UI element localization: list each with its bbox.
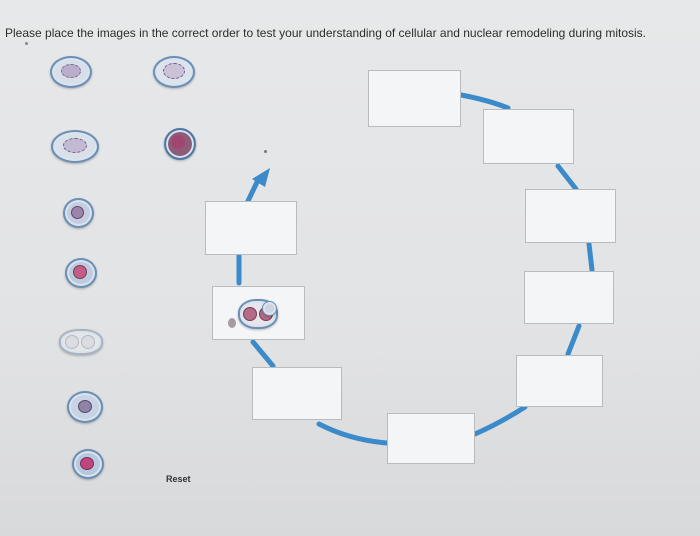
drop-slot-3[interactable]	[525, 189, 616, 243]
cycle-arc-segment	[245, 177, 261, 204]
drop-slot-4[interactable]	[524, 271, 614, 324]
drop-slot-6[interactable]	[387, 413, 475, 464]
draggable-cell-g1[interactable]	[72, 449, 104, 479]
placed-cell-small[interactable]	[262, 301, 277, 316]
draggable-cell-metaphase-1[interactable]	[50, 56, 92, 88]
cycle-arc-segment	[250, 339, 276, 369]
drop-slot-9[interactable]	[205, 201, 297, 255]
drop-slot-1[interactable]	[368, 70, 461, 127]
reset-button[interactable]: Reset	[166, 474, 191, 484]
marker-dot	[25, 42, 28, 45]
cycle-arc-segment	[472, 404, 528, 437]
drop-slot-7[interactable]	[252, 367, 342, 420]
draggable-cell-anaphase-1[interactable]	[153, 56, 195, 88]
cycle-arc-segment	[316, 421, 390, 446]
cycle-arc-segment	[565, 323, 582, 357]
draggable-cell-early-prophase[interactable]	[63, 198, 94, 228]
draggable-cell-prophase[interactable]	[164, 128, 196, 160]
cycle-arrowhead	[252, 168, 270, 187]
draggable-cell-interphase[interactable]	[65, 258, 97, 288]
cycle-arc-segment	[586, 241, 595, 273]
draggable-cell-anaphase-2[interactable]	[67, 391, 103, 423]
marker-dot	[264, 150, 267, 153]
drop-slot-5[interactable]	[516, 355, 603, 407]
draggable-cell-cytokinesis[interactable]	[59, 329, 103, 355]
drop-slot-2[interactable]	[483, 109, 574, 164]
draggable-cell-prometaphase[interactable]	[51, 130, 99, 163]
placed-cell-fragment	[228, 318, 236, 328]
cycle-arc-segment	[555, 163, 579, 192]
cycle-arc-segment	[458, 92, 511, 111]
instructions-text: Please place the images in the correct o…	[5, 26, 647, 40]
